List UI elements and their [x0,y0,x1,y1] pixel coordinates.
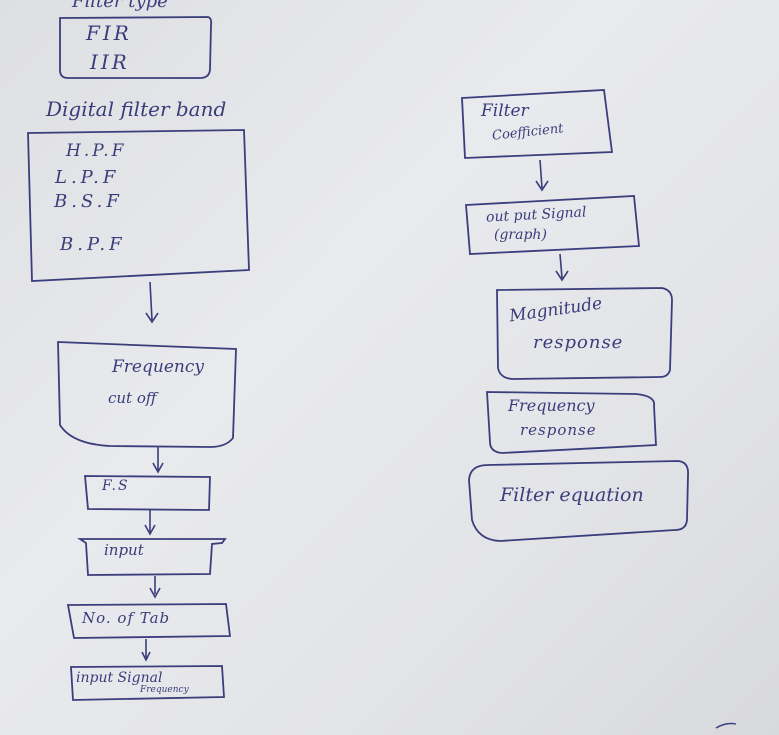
arrow-output-to-magnitude [555,253,569,282]
magnitude-response-line2: response [533,332,624,353]
filter-band-title: Digital filter band [46,97,227,121]
fs-box [84,475,211,511]
filter-type-option-iir: IIR [90,50,130,74]
no-of-tab-box [66,603,232,639]
filter-coefficient-line1: Filter [481,101,529,121]
arrow-band-to-cutoff [145,281,159,324]
fs-label: F.S [102,478,130,494]
arrow-coeff-to-output [535,159,549,192]
no-of-tab-label: No. of Tab [82,609,171,627]
frequency-cutoff-line1: Frequency [112,357,204,377]
input-signal-sub-label: Frequency [140,685,189,695]
arrow-cutoff-to-fs [152,447,164,474]
input-signal-label: input Signal [76,670,163,686]
filter-band-box [27,129,250,282]
filter-equation-label: Filter equation [500,484,644,506]
filter-type-option-fir: FIR [86,21,132,45]
frequency-response-line2: response [520,421,597,439]
input-label: input [104,541,144,559]
frequency-response-box [486,391,657,454]
arrow-tab-to-signal [141,639,151,662]
magnitude-response-box [496,287,673,380]
output-signal-line2: (graph) [494,227,547,243]
frequency-cutoff-box [57,341,237,448]
page-edge-scribble [715,722,737,729]
frequency-cutoff-line2: cut off [108,389,157,407]
filter-band-option-bpf: B.P.F [60,234,126,255]
filter-coefficient-box [461,89,614,159]
frequency-response-line1: Frequency [508,396,595,415]
input-box [77,538,227,576]
filter-equation-box [468,460,689,542]
arrow-fs-to-input [144,510,156,536]
arrow-input-to-tab [149,576,161,599]
filter-type-title: Filter type [72,0,168,12]
output-signal-box [465,195,640,255]
filter-band-option-lpf: L.P.F [55,167,120,188]
filter-type-box [59,16,213,79]
filter-band-option-hpf: H.P.F [66,141,127,161]
input-signal-box [70,665,225,701]
filter-band-option-bsf: B.S.F [54,191,123,212]
